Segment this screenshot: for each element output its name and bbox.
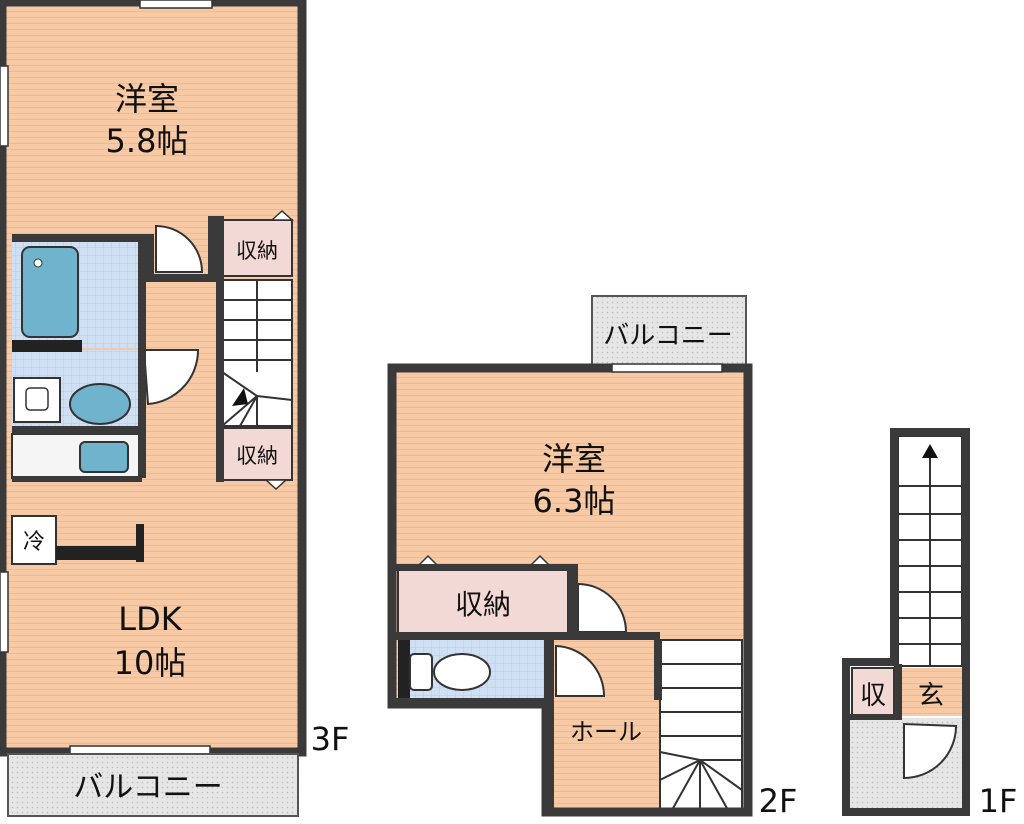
floor-1f: 収 玄 1F (842, 428, 1018, 820)
door-toilet (555, 644, 606, 697)
floor-3f: 冷 収納 収納 (0, 0, 350, 817)
door-washroom (142, 349, 200, 406)
staircase-2f (659, 639, 743, 811)
door-entrance (903, 722, 958, 780)
entrance-label: 玄 (918, 681, 944, 711)
ldk-size: 10帖 (114, 644, 187, 682)
fridge-space (11, 515, 57, 565)
floor-label-1f: 1F (979, 782, 1018, 820)
bedroom-2f-name: 洋室 (542, 440, 606, 478)
bedroom-2f-size: 6.3帖 (533, 482, 616, 520)
floor-label-3f: 3F (311, 720, 350, 758)
floor-label-2f: 2F (759, 782, 798, 820)
balcony-2f (591, 295, 747, 367)
hall-label: ホール (570, 718, 642, 746)
staircase-1f (897, 435, 963, 667)
balcony-3f-label: バルコニー (73, 770, 222, 805)
balcony-3f (7, 753, 299, 817)
storage-1f (851, 667, 895, 717)
fridge-label: 冷 (23, 530, 45, 555)
wash-basin (69, 383, 131, 425)
bedroom-3f-size: 5.8帖 (106, 122, 189, 160)
kitchen-sink (79, 441, 129, 473)
bathtub (21, 246, 79, 338)
bedroom-3f-name: 洋室 (115, 80, 179, 118)
storage-lower (221, 427, 293, 481)
storage-2f-label: 収納 (455, 588, 511, 621)
floor-2f: バルコニー 収納 洋室 (387, 295, 798, 820)
entrance (900, 668, 962, 716)
storage-1f-label: 収 (860, 681, 886, 711)
ldk-name: LDK (118, 600, 182, 638)
door-storage-2f (577, 582, 628, 633)
storage-lower-label: 収納 (236, 444, 278, 468)
toilet (433, 653, 491, 691)
storage-2f (397, 569, 569, 635)
balcony-2f-label: バルコニー (603, 321, 732, 351)
door-bedroom (155, 224, 204, 273)
storage-upper (221, 219, 293, 277)
storage-upper-label: 収納 (236, 239, 278, 263)
staircase-3f (221, 279, 293, 427)
